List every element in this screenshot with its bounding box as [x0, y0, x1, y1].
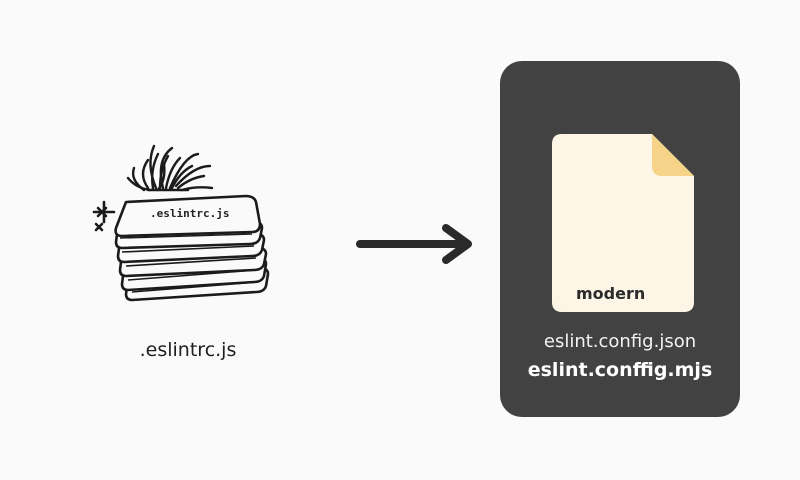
- document-shape: [552, 134, 694, 312]
- sparkle-icon: [92, 200, 116, 232]
- legacy-file-caption: .eslintrc.js: [139, 339, 237, 361]
- modern-config-panel: modern eslint.config.json eslint.conffig…: [500, 61, 740, 417]
- legacy-config-group: .eslintrc.js .eslintrc.js: [88, 140, 288, 370]
- stack-of-cards-icon: [92, 144, 270, 302]
- filename-mjs: eslint.conffig.mjs: [527, 359, 713, 381]
- document-icon: modern: [552, 134, 694, 312]
- file-tag-label: modern: [576, 284, 646, 303]
- stack-file-label: .eslintrc.js: [150, 207, 230, 220]
- arrow-right-icon: [356, 224, 472, 264]
- burst-icon: [126, 144, 214, 192]
- filename-json: eslint.config.json: [543, 331, 697, 352]
